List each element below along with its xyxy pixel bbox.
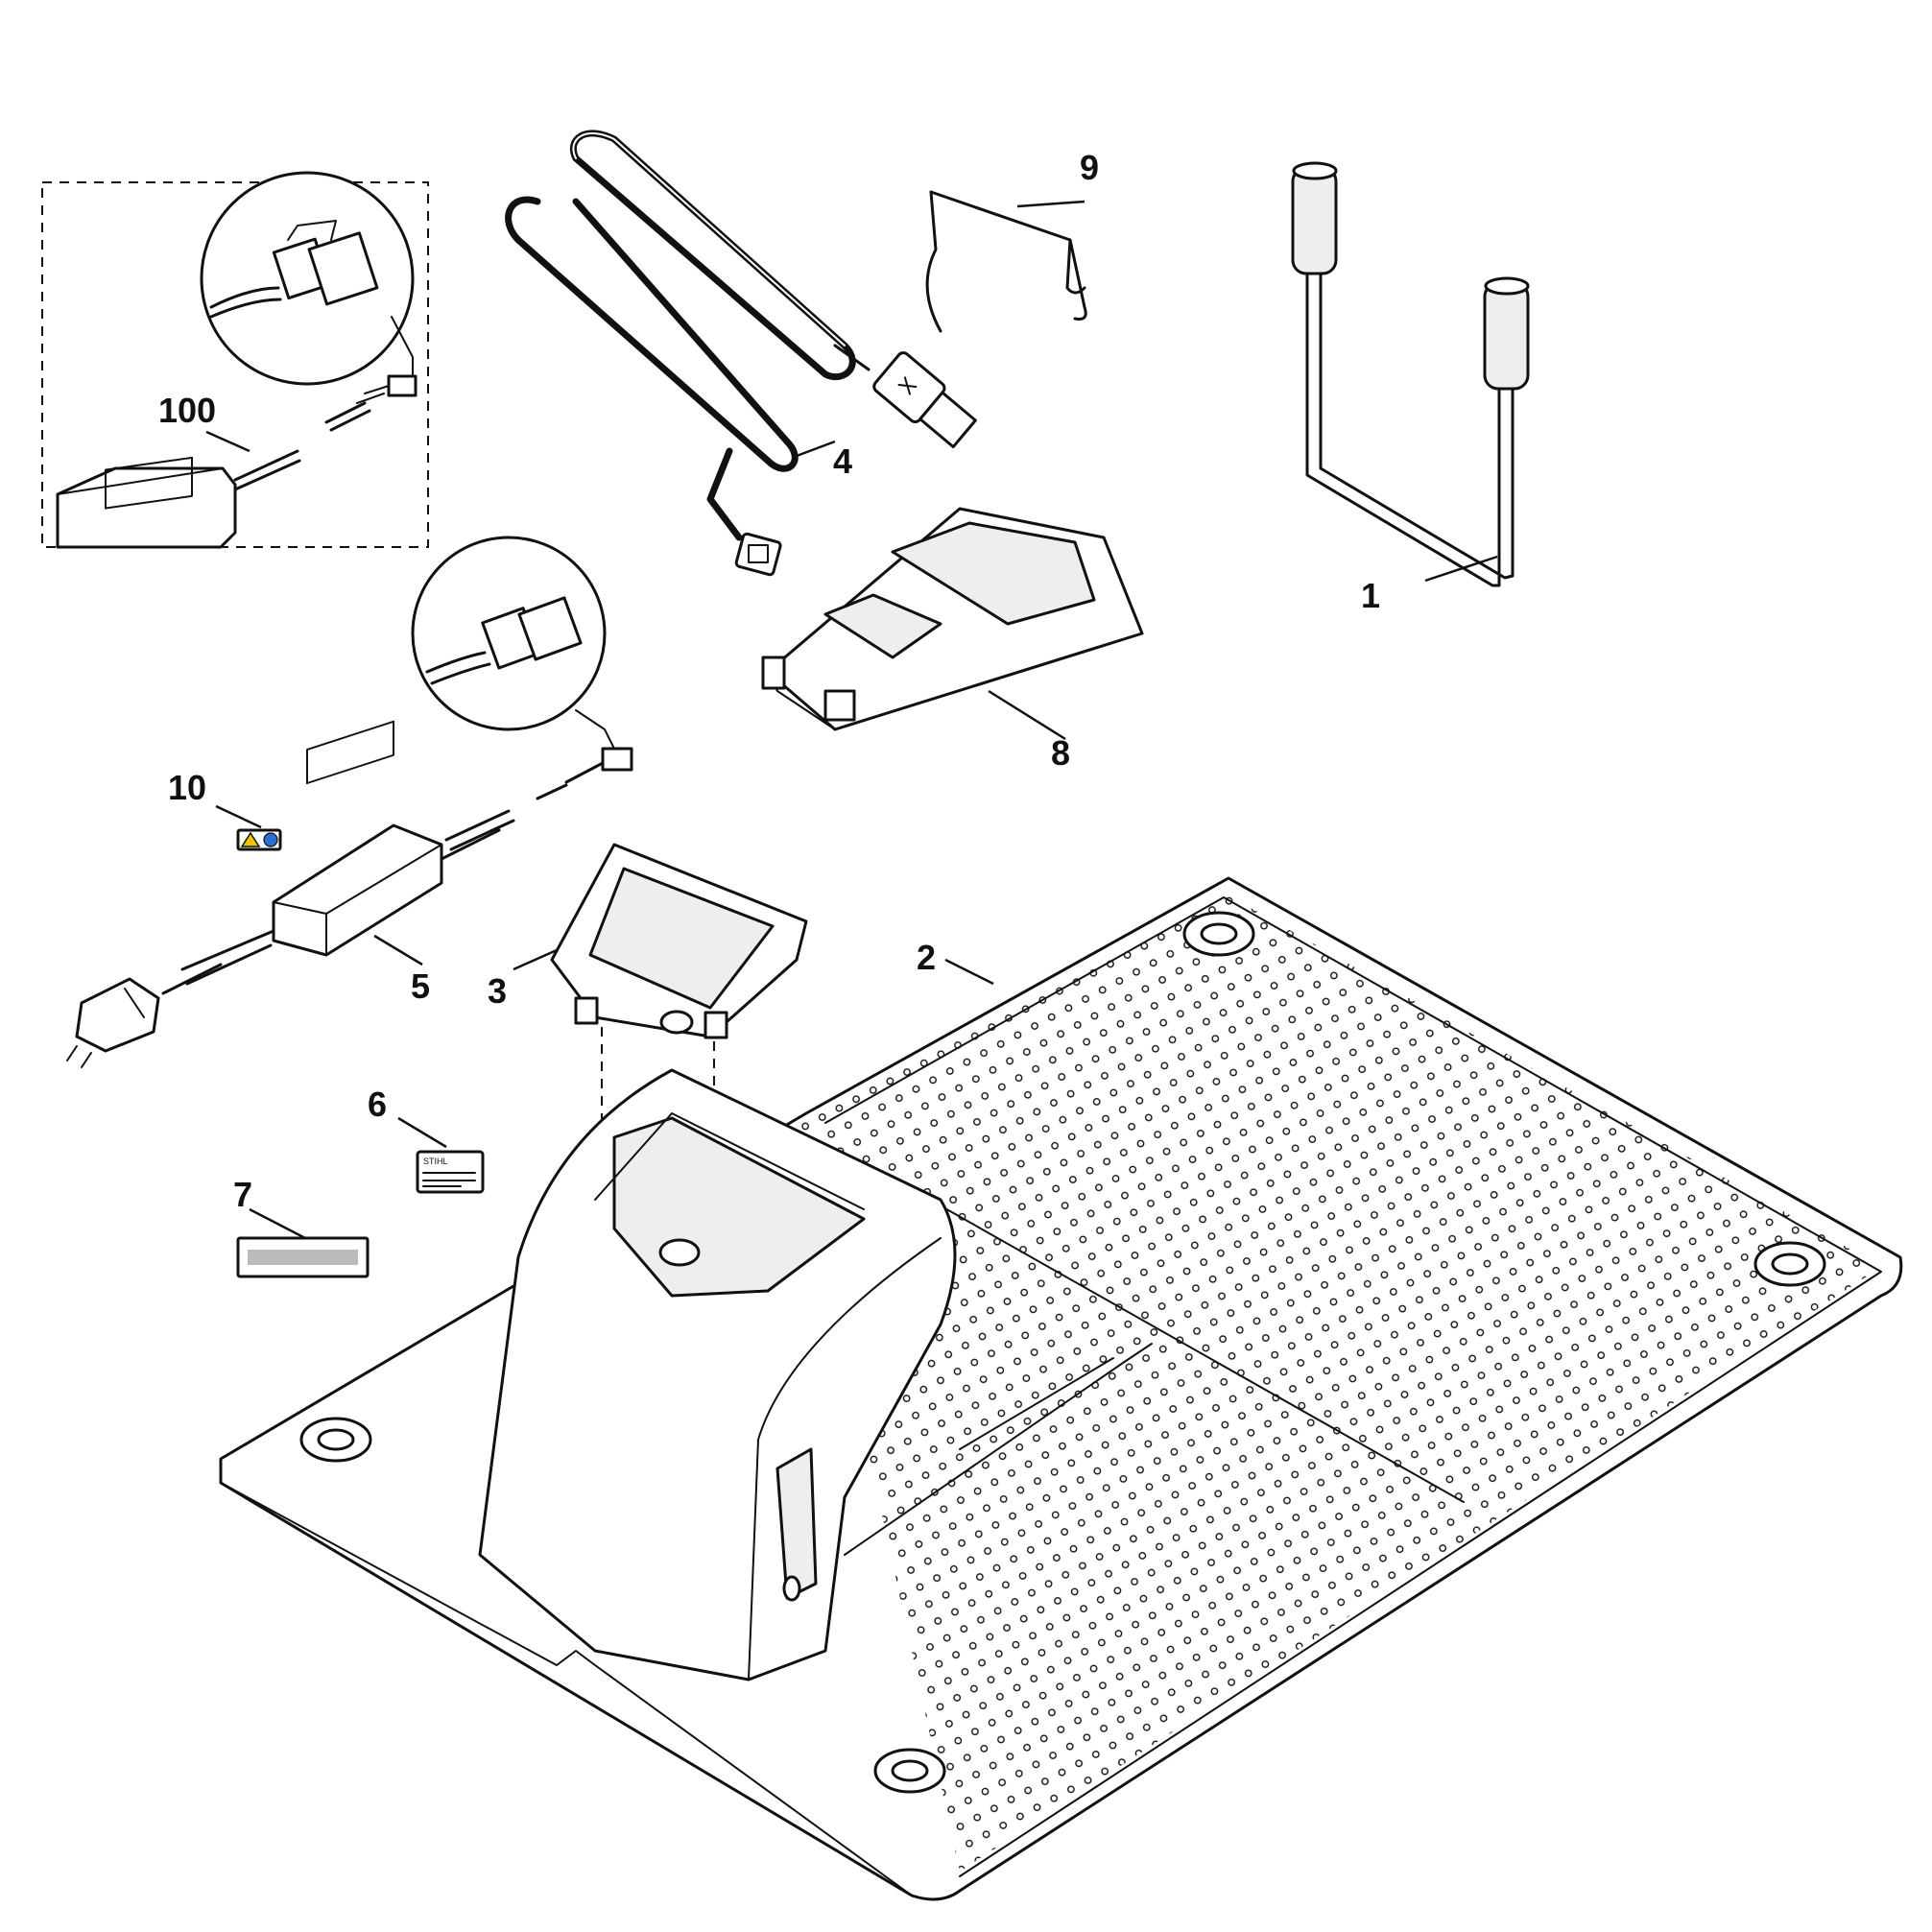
power-supply-part — [66, 536, 633, 1068]
docking-station-body — [478, 1068, 957, 1682]
data-plate-part: STIHL — [416, 1150, 485, 1194]
base-plate-part — [219, 876, 1903, 1901]
part-label-2: 2 — [917, 938, 936, 977]
leader-lines — [205, 200, 1498, 1240]
part-label-3: 3 — [488, 971, 507, 1011]
screw-hole-left — [299, 1417, 372, 1463]
screw-hole-top — [1182, 911, 1255, 957]
part-label-5: 5 — [411, 966, 430, 1006]
optional-power-supply-group — [41, 171, 429, 549]
part-label-100: 100 — [158, 391, 216, 430]
part-label-6: 6 — [368, 1085, 387, 1124]
ground-peg-part — [1291, 161, 1530, 587]
top-cover-part — [761, 507, 1144, 731]
part-label-10: 10 — [168, 768, 206, 807]
screw-hole-right — [1753, 1241, 1826, 1287]
usb-charging-cable — [505, 130, 977, 577]
part-label-1: 1 — [1361, 576, 1380, 615]
display-frame-part — [550, 843, 808, 1296]
part-label-8: 8 — [1051, 733, 1070, 773]
part-label-7: 7 — [233, 1175, 252, 1214]
wire-clip-part — [925, 190, 1087, 333]
warning-sticker-part — [236, 828, 282, 851]
part-label-4: 4 — [833, 441, 852, 481]
screw-hole-bottom — [873, 1748, 946, 1794]
data-plate-brand: STIHL — [423, 1157, 448, 1166]
label-sticker-part — [236, 1236, 370, 1278]
part-label-9: 9 — [1080, 148, 1099, 187]
